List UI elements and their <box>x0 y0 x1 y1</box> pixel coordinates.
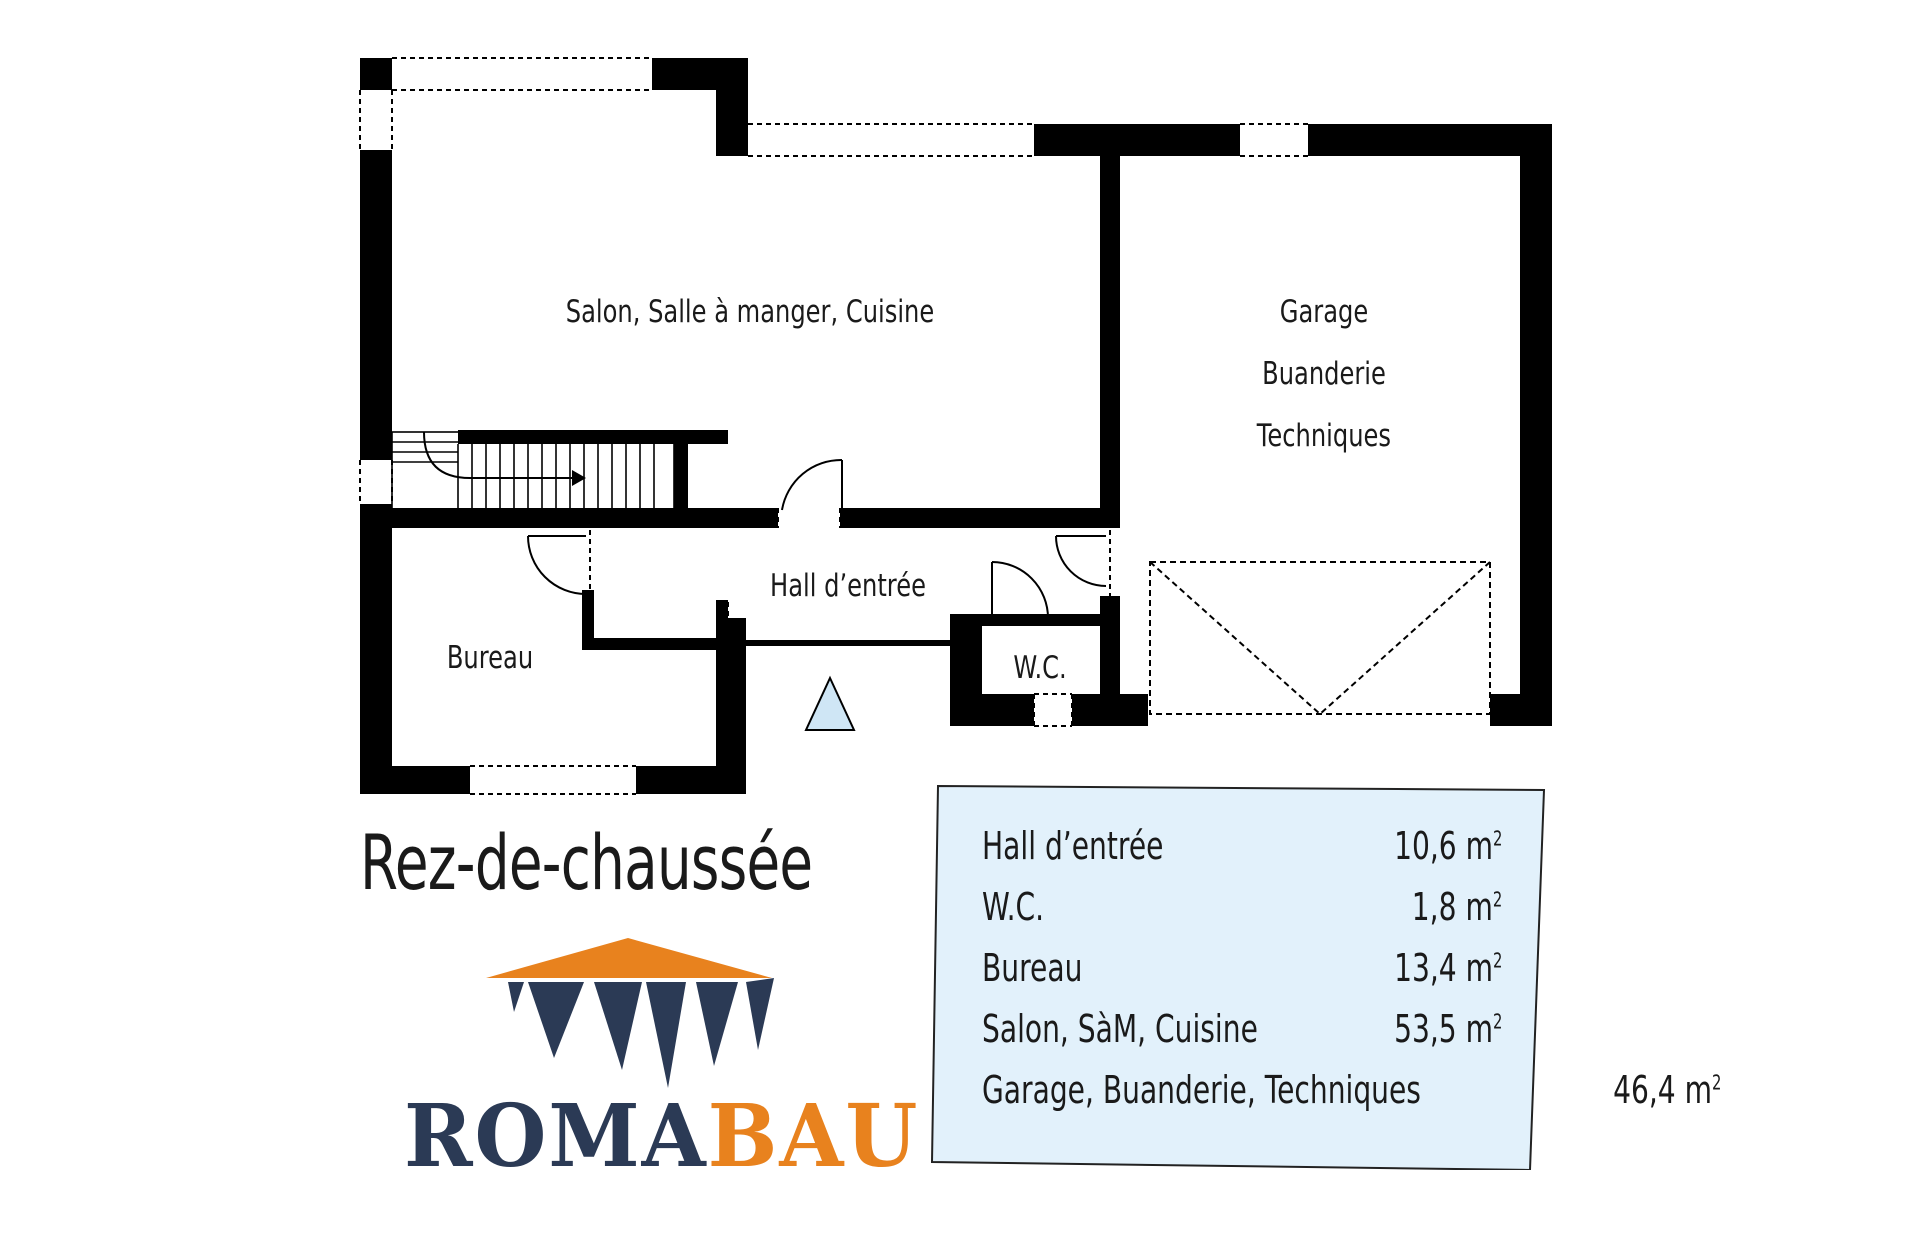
area-name: Garage, Buanderie, Techniques <box>982 1068 1421 1112</box>
room-label-salon: Salon, Salle à manger, Cuisine <box>566 293 934 330</box>
area-name: W.C. <box>982 885 1045 929</box>
romabau-logo: ROMABAU <box>396 938 917 1187</box>
area-name: Bureau <box>982 946 1083 990</box>
garage-door <box>1149 561 1491 715</box>
entrance-triangle-icon <box>804 675 856 731</box>
staircase <box>391 431 675 511</box>
room-label-techniques: Techniques <box>1256 417 1391 454</box>
area-value: 46,4 m2 <box>1613 1068 1722 1112</box>
area-row: Hall d’entrée 10,6 m2 <box>982 824 1502 885</box>
room-label-garage: Garage <box>1280 293 1368 330</box>
room-label-hall: Hall d’entrée <box>770 567 926 604</box>
area-list: Hall d’entrée 10,6 m2 W.C. 1,8 m2 Bureau… <box>982 824 1722 1129</box>
area-row: Bureau 13,4 m2 <box>982 946 1502 1007</box>
area-table: Hall d’entrée 10,6 m2 W.C. 1,8 m2 Bureau… <box>930 782 1722 1170</box>
room-label-bureau: Bureau <box>447 639 533 676</box>
area-table-background <box>930 784 1546 1170</box>
room-label-buanderie: Buanderie <box>1262 355 1386 392</box>
logo-text-roma: ROMA <box>404 1086 708 1187</box>
area-row: Salon, SàM, Cuisine 53,5 m2 <box>982 1007 1502 1068</box>
area-name: Salon, SàM, Cuisine <box>982 1007 1258 1051</box>
logo-text-bau: BAU <box>707 1086 920 1187</box>
logo-wordmark: ROMABAU <box>404 1086 919 1187</box>
area-value: 10,6 m2 <box>1393 824 1502 868</box>
area-value: 53,5 m2 <box>1393 1007 1502 1051</box>
floor-title: Rez-de-chaussée <box>360 818 813 907</box>
area-value: 1,8 m2 <box>1411 885 1502 929</box>
floor-plan: Salon, Salle à manger, Cuisine Garage Bu… <box>359 57 1552 795</box>
logo-roof-icon <box>486 938 774 1088</box>
area-row: W.C. 1,8 m2 <box>982 885 1502 946</box>
area-name: Hall d’entrée <box>982 824 1164 868</box>
area-value: 13,4 m2 <box>1393 946 1502 990</box>
walls <box>360 58 1552 794</box>
doors <box>527 458 1107 619</box>
room-label-wc: W.C. <box>1013 649 1066 686</box>
window-openings <box>359 57 1308 795</box>
area-row: Garage, Buanderie, Techniques 46,4 m2 <box>982 1068 1722 1129</box>
stair-arrow-icon <box>572 470 586 486</box>
